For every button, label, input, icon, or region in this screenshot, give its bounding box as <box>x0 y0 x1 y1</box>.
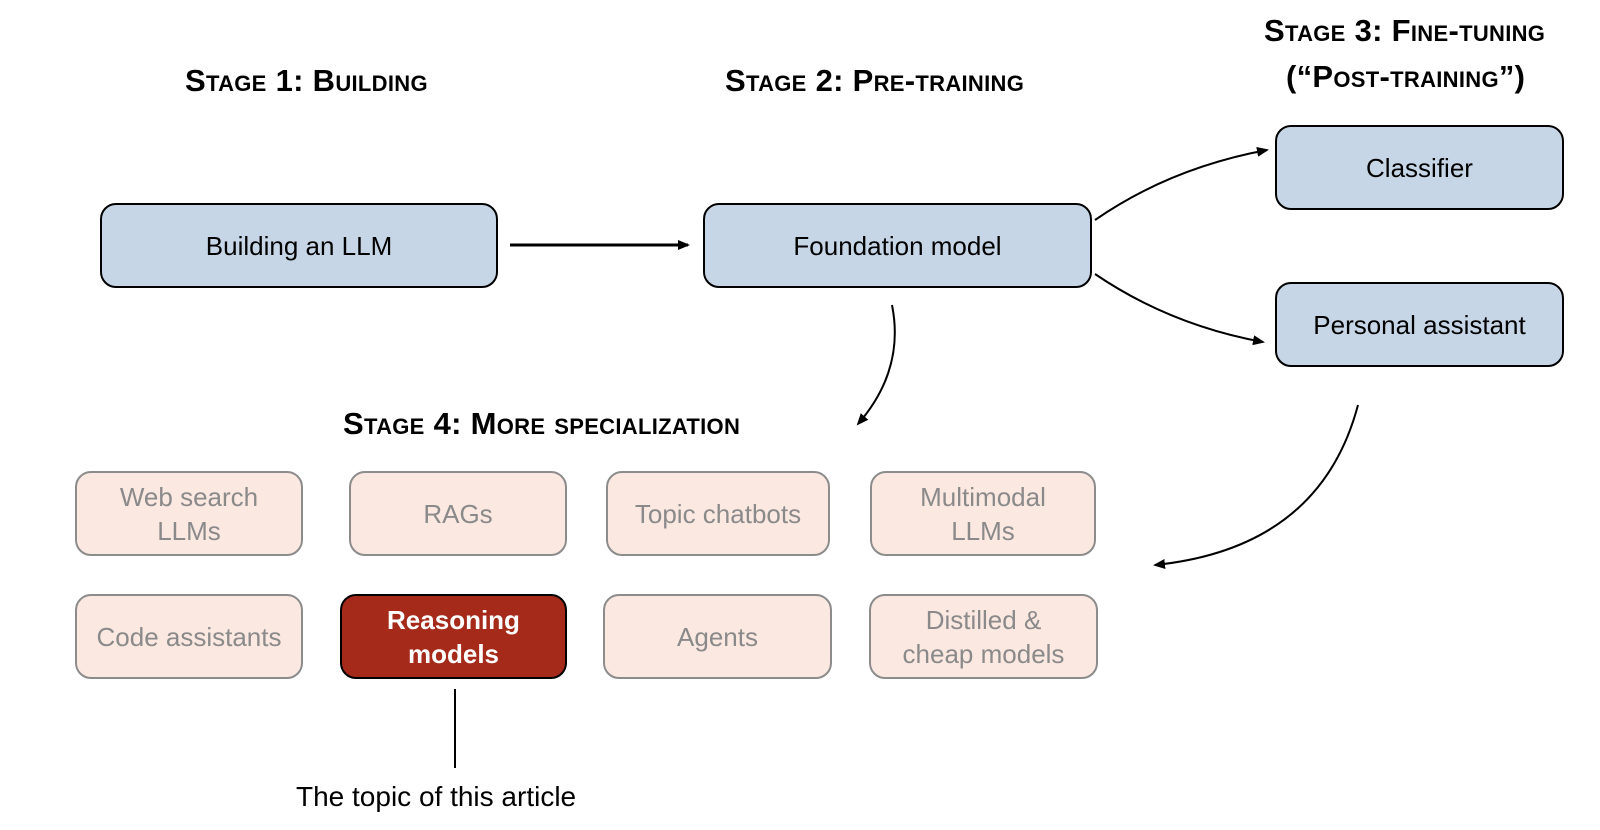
article-topic-caption: The topic of this article <box>296 781 577 812</box>
stage-1-title: Stage 1: Building <box>185 63 428 98</box>
spec-agents: Agents <box>603 594 832 679</box>
spec-web-search-llms: Web search LLMs <box>75 471 303 556</box>
building-llm-box: Building an LLM <box>100 203 498 288</box>
spec-reasoning-models: Reasoning models <box>340 594 567 679</box>
arrow-foundation-to-assistant <box>1094 273 1265 346</box>
spec-rags: RAGs <box>349 471 567 556</box>
stage-3-subtitle: (“Post-training”) <box>1286 59 1526 94</box>
classifier-box: Classifier <box>1275 125 1564 210</box>
spec-multimodal-llms: Multimodal LLMs <box>870 471 1096 556</box>
foundation-model-box: Foundation model <box>703 203 1092 288</box>
spec-code-assistants: Code assistants <box>75 594 303 679</box>
arrow-foundation-to-specialization <box>856 304 896 426</box>
stage-3-title: Stage 3: Fine-tuning <box>1264 13 1546 48</box>
stage-2-title: Stage 2: Pre-training <box>725 63 1025 98</box>
stage-4-title: Stage 4: More specialization <box>343 406 741 441</box>
personal-assistant-box: Personal assistant <box>1275 282 1564 367</box>
arrow-foundation-to-classifier <box>1094 146 1269 221</box>
spec-topic-chatbots: Topic chatbots <box>606 471 830 556</box>
spec-distilled-cheap-models: Distilled & cheap models <box>869 594 1098 679</box>
arrow-assistant-to-specialization <box>1153 404 1359 569</box>
